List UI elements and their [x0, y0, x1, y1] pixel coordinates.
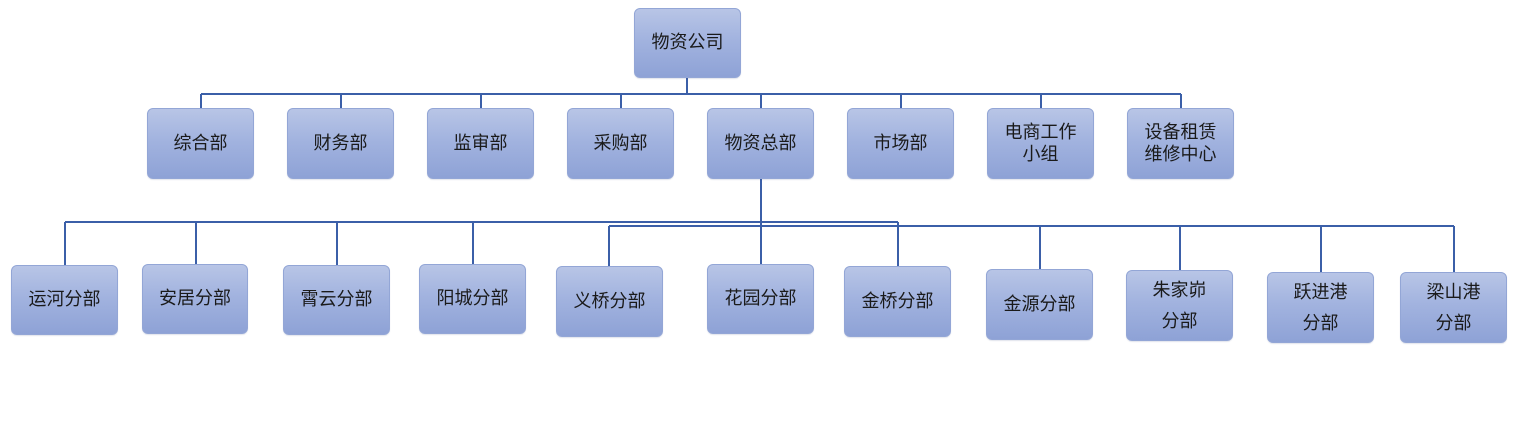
branch-node-jinyuan: 金源分部 — [986, 269, 1093, 340]
department-node-caiwu: 财务部 — [287, 108, 394, 179]
branch-node-jinqiao: 金桥分部 — [844, 266, 951, 337]
branch-node-huayuan: 花园分部 — [707, 264, 814, 334]
branch-node-anju: 安居分部 — [142, 264, 248, 334]
department-node-dianshang: 电商工作 小组 — [987, 108, 1094, 179]
department-node-shebei: 设备租赁 维修中心 — [1127, 108, 1234, 179]
branch-node-yiqiao: 义桥分部 — [556, 266, 663, 337]
branch-node-yunhe: 运河分部 — [11, 265, 118, 335]
org-root-node: 物资公司 — [634, 8, 741, 78]
department-node-caigou: 采购部 — [567, 108, 674, 179]
department-node-wuzizong: 物资总部 — [707, 108, 814, 179]
branch-node-liangshangang: 梁山港 分部 — [1400, 272, 1507, 343]
branch-node-zhujiabeng: 朱家峁 分部 — [1126, 270, 1233, 341]
branch-node-yangcheng: 阳城分部 — [419, 264, 526, 334]
department-node-shichang: 市场部 — [847, 108, 954, 179]
branch-node-yuejingang: 跃进港 分部 — [1267, 272, 1374, 343]
department-node-zonghe: 综合部 — [147, 108, 254, 179]
branch-node-xiaoyun: 霄云分部 — [283, 265, 390, 335]
department-node-jianshen: 监审部 — [427, 108, 534, 179]
